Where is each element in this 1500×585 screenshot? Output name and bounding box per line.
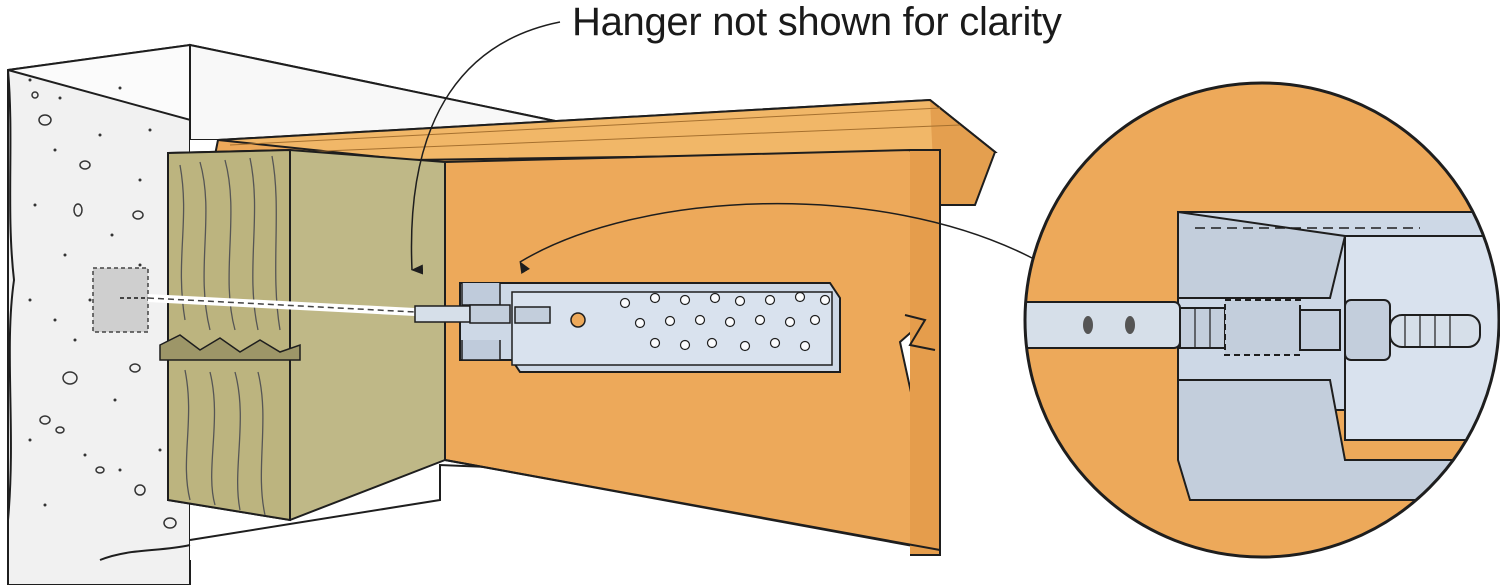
annotation-caption: Hanger not shown for clarity (572, 0, 1062, 44)
steel-strap-tie (414, 282, 841, 373)
wood-end-grain-block (159, 148, 446, 522)
annotation-leader-arrow (410, 21, 561, 275)
anchor-rod (147, 294, 416, 316)
detail-magnifier (1023, 81, 1500, 559)
detail-callout-arrow (519, 202, 1033, 275)
